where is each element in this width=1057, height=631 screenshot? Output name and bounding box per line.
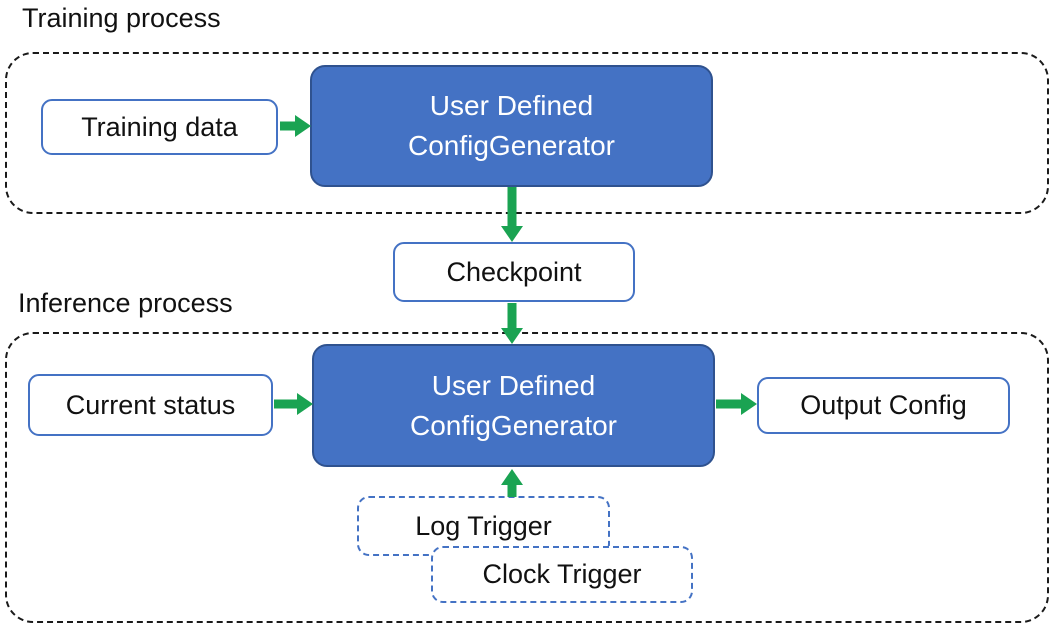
training-data-box: Training data [41, 99, 278, 155]
inference-process-title: Inference process [18, 288, 233, 318]
inference-configgenerator-box: User Defined ConfigGenerator [312, 344, 715, 467]
clock-trigger-box: Clock Trigger [431, 546, 693, 603]
training-configgenerator-box: User Defined ConfigGenerator [310, 65, 713, 187]
training-process-container [5, 52, 1049, 214]
current-status-box: Current status [28, 374, 273, 436]
inference-process-container [5, 332, 1049, 623]
output-config-box: Output Config [757, 377, 1010, 434]
training-configgenerator-line1: User Defined [429, 90, 594, 121]
training-process-title: Training process [22, 3, 221, 33]
inference-configgenerator-line1: User Defined [431, 369, 596, 401]
checkpoint-box: Checkpoint [393, 242, 635, 302]
training-configgenerator-line2: ConfigGenerator [407, 130, 615, 161]
inference-configgenerator-line2: ConfigGenerator [409, 409, 617, 441]
